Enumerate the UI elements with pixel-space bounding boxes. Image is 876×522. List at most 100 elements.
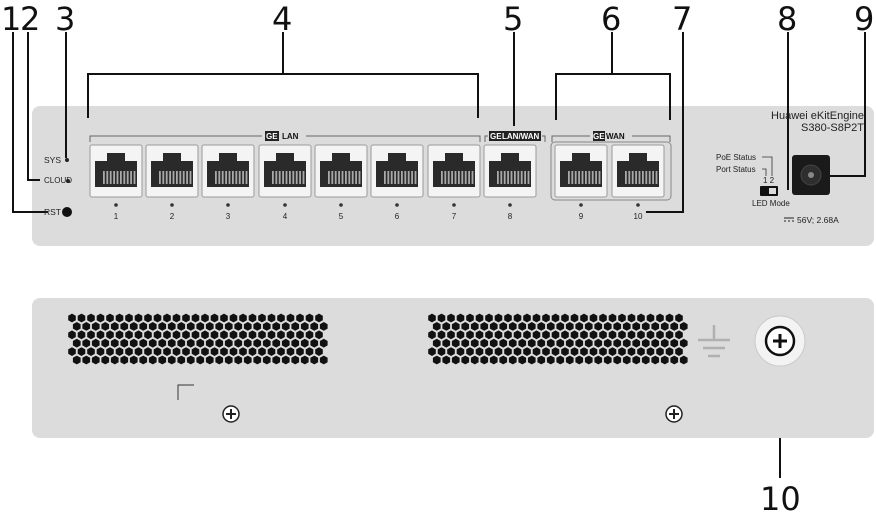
callout-5: 5: [503, 0, 523, 38]
wan-port-group: [550, 141, 672, 201]
vent-hole: [296, 347, 304, 356]
vent-hole: [253, 355, 262, 365]
reset-button[interactable]: [62, 207, 72, 217]
vent-hole: [627, 313, 636, 323]
vent-hole: [589, 330, 598, 340]
vent-hole: [660, 322, 669, 331]
ethernet-port[interactable]: [554, 144, 608, 207]
vent-hole: [599, 330, 607, 340]
vent-hole: [319, 322, 328, 331]
ethernet-port[interactable]: [483, 144, 537, 207]
vent-hole: [82, 338, 91, 348]
vent-hole: [153, 330, 162, 340]
vent-hole: [551, 313, 560, 323]
vent-hole: [82, 355, 91, 365]
ethernet-port[interactable]: [314, 144, 368, 207]
ethernet-port[interactable]: [427, 144, 481, 207]
vent-hole: [319, 355, 328, 365]
vent-hole: [470, 338, 479, 348]
ethernet-port[interactable]: [201, 144, 255, 207]
port-led: [579, 203, 583, 207]
port-number-6: 6: [395, 212, 400, 221]
vent-hole: [139, 338, 148, 348]
vent-hole: [542, 313, 550, 323]
vent-hole: [129, 322, 138, 331]
vent-hole: [277, 330, 285, 340]
vent-hole: [665, 330, 674, 340]
vent-hole: [300, 355, 309, 365]
vent-hole: [641, 338, 650, 348]
vent-hole: [163, 313, 171, 323]
vent-hole: [134, 313, 143, 323]
vent-hole: [281, 338, 290, 348]
vent-hole: [508, 338, 517, 348]
vent-hole: [527, 322, 536, 331]
poe-status-label: PoE Status: [716, 153, 756, 162]
vent-hole: [489, 322, 498, 331]
vent-hole: [210, 313, 219, 323]
vent-hole: [286, 330, 295, 340]
vent-hole: [120, 338, 129, 348]
vent-hole: [432, 338, 441, 348]
vent-hole: [651, 355, 660, 365]
vent-hole: [527, 355, 536, 365]
ethernet-port[interactable]: [89, 144, 143, 207]
vent-hole: [442, 338, 451, 348]
vent-hole: [182, 330, 190, 340]
cloud-led: [66, 179, 70, 183]
vent-hole: [618, 330, 626, 340]
vent-hole: [163, 347, 171, 356]
vent-hole: [646, 347, 655, 356]
vent-hole: [523, 330, 531, 340]
ethernet-port[interactable]: [611, 144, 665, 207]
dc-power-icon: [792, 155, 830, 195]
vent-hole: [523, 313, 531, 323]
group-brackets: [89, 135, 671, 142]
vent-hole: [485, 330, 493, 340]
vent-hole: [584, 355, 593, 365]
vent-hole: [286, 313, 295, 323]
vent-hole: [675, 330, 683, 340]
ethernet-port[interactable]: [370, 144, 424, 207]
vent-hole: [660, 338, 669, 348]
vent-hole: [622, 322, 631, 331]
vent-hole: [518, 338, 527, 348]
vent-hole: [466, 313, 474, 323]
vent-hole: [622, 338, 631, 348]
port-number-9: 9: [579, 212, 584, 221]
vent-hole: [494, 347, 503, 356]
vent-hole: [632, 322, 641, 331]
callout-9: 9: [854, 0, 874, 38]
leader-7: [646, 32, 684, 213]
vent-hole: [485, 347, 493, 356]
vent-hole: [224, 322, 233, 331]
vent-hole: [215, 338, 224, 348]
vent-hole: [82, 322, 91, 331]
vent-hole: [163, 330, 171, 340]
port-led: [283, 203, 287, 207]
vent-hole: [494, 330, 503, 340]
vent-hole: [315, 330, 323, 340]
vent-hole: [660, 355, 669, 365]
vent-hole: [451, 322, 460, 331]
cloud-label: CLOUD: [44, 176, 72, 185]
wan-label: WAN: [606, 132, 625, 141]
ethernet-port[interactable]: [145, 144, 199, 207]
vent-hole: [575, 355, 584, 365]
vent-hole: [281, 355, 290, 365]
vent-hole: [87, 347, 95, 356]
vent-hole: [613, 338, 622, 348]
vent-hole: [675, 347, 683, 356]
ethernet-port[interactable]: [258, 144, 312, 207]
vent-hole: [637, 313, 645, 323]
vent-hole: [87, 330, 95, 340]
vent-hole: [167, 355, 176, 365]
vent-hole: [96, 313, 105, 323]
vent-hole: [300, 338, 309, 348]
vent-hole: [310, 338, 319, 348]
vent-hole: [432, 355, 441, 365]
vent-hole: [286, 347, 295, 356]
vent-hole: [77, 313, 86, 323]
vent-hole: [504, 313, 512, 323]
vent-hole: [461, 355, 470, 365]
